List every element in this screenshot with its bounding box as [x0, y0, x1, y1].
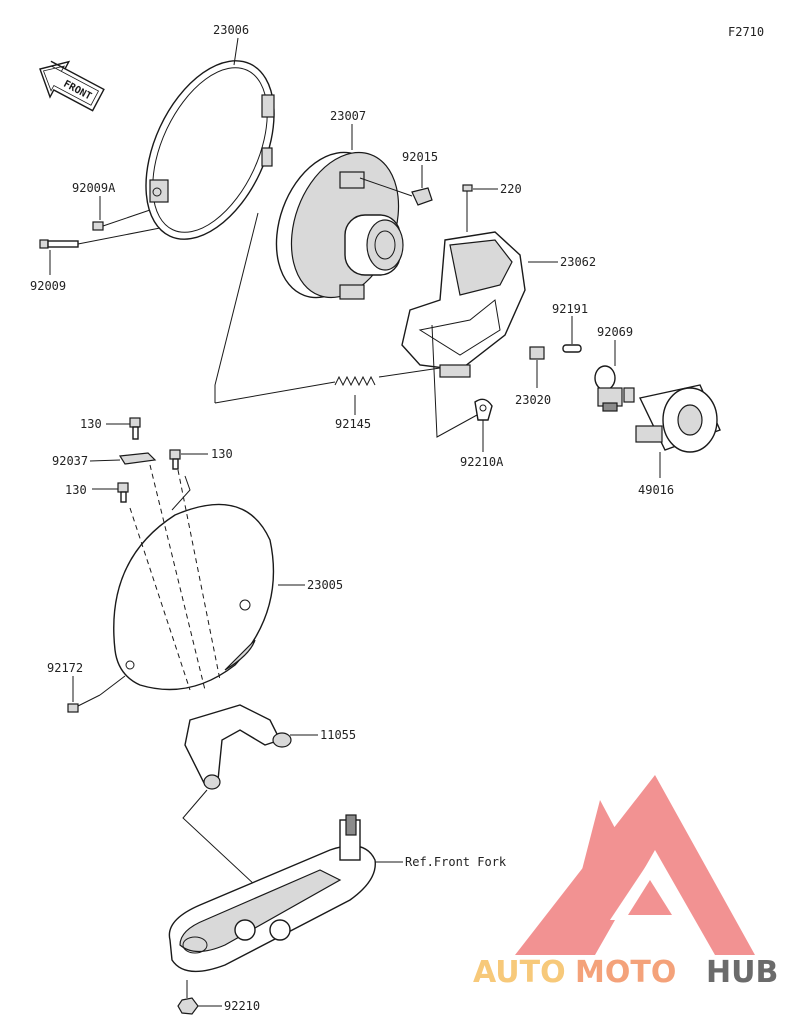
label-23005: 23005 — [307, 578, 343, 592]
cover-49016 — [635, 384, 721, 453]
label-220: 220 — [500, 182, 522, 196]
screw-92172 — [67, 694, 101, 713]
leader-23006 — [233, 37, 239, 66]
watermark-moto: MOTO — [575, 955, 676, 990]
headlamp-cover-23005 — [113, 503, 275, 691]
front-arrow-icon: FRONT — [39, 60, 105, 112]
figure-code: F2710 — [728, 25, 764, 39]
label-92191: 92191 — [552, 302, 588, 316]
label-92145: 92145 — [335, 417, 371, 431]
label-23062: 23062 — [560, 255, 596, 269]
label-92069: 92069 — [597, 325, 633, 339]
label-23020: 23020 — [515, 393, 551, 407]
label-92037: 92037 — [52, 454, 88, 468]
bulb-92069 — [594, 365, 635, 412]
headlamp-unit — [275, 151, 404, 300]
spring-92145 — [334, 375, 376, 387]
bolt-92009A — [92, 221, 104, 231]
watermark-text: AUTO MOTO HUB — [473, 955, 778, 990]
clip-23020 — [529, 346, 545, 360]
headlamp-rim — [145, 60, 275, 240]
pin-92191 — [562, 344, 582, 353]
plate-92037 — [118, 452, 157, 465]
bolt-130-c — [117, 482, 129, 503]
screw-220 — [462, 184, 473, 200]
label-49016: 49016 — [638, 483, 674, 497]
label-130-c: 130 — [65, 483, 87, 497]
label-130-a: 130 — [80, 417, 102, 431]
label-23006: 23006 — [213, 23, 249, 37]
label-92172: 92172 — [47, 661, 83, 675]
nut-92015 — [411, 187, 433, 206]
bolt-92009 — [39, 239, 79, 249]
label-92009A: 92009A — [72, 181, 116, 195]
label-92015: 92015 — [402, 150, 438, 164]
bolt-130-b — [169, 449, 181, 470]
label-23007: 23007 — [330, 109, 366, 123]
bracket-11055 — [184, 704, 292, 790]
label-ref-front-fork: Ref.Front Fork — [405, 855, 507, 869]
label-92210A: 92210A — [460, 455, 504, 469]
watermark-hub: HUB — [706, 955, 778, 990]
washer-92210A — [474, 398, 493, 421]
nut-92210 — [177, 997, 199, 1015]
watermark-logo — [515, 775, 755, 955]
watermark-auto: AUTO — [473, 955, 566, 990]
front-fork-bracket — [168, 814, 376, 973]
label-92009: 92009 — [30, 279, 66, 293]
bolt-130-a — [129, 417, 141, 440]
bracket-23062 — [401, 231, 526, 378]
label-11055: 11055 — [320, 728, 356, 742]
label-130-b: 130 — [211, 447, 233, 461]
label-92210: 92210 — [224, 999, 260, 1013]
